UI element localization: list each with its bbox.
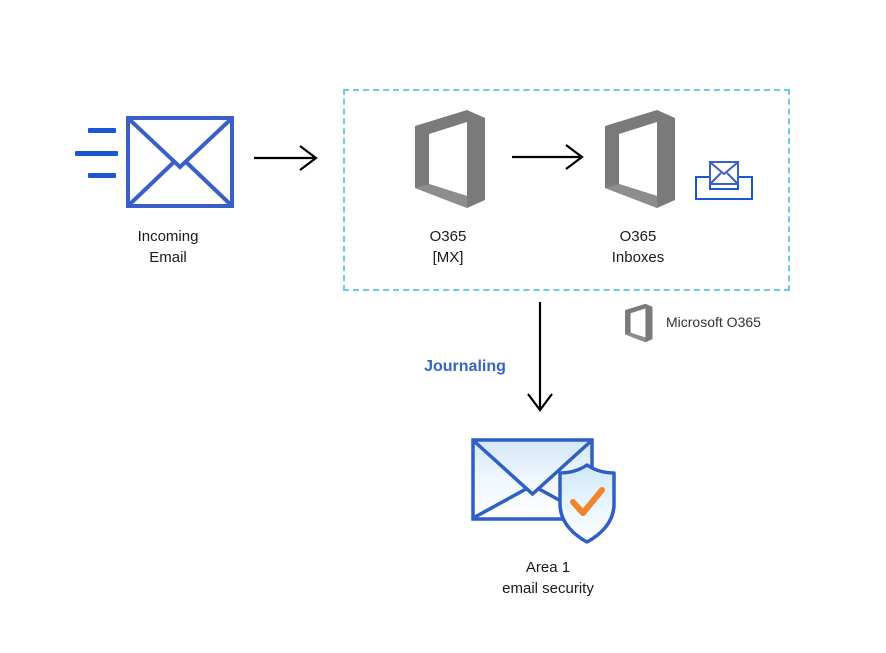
area1-email-security-label: Area 1 email security	[502, 559, 594, 597]
arrow-journaling-icon	[522, 300, 558, 420]
journaling-label: Journaling	[424, 358, 506, 375]
office-365-logo-icon	[415, 110, 485, 208]
incoming-email-label: Incoming Email	[137, 228, 199, 266]
o365-mx-node[interactable]	[405, 108, 491, 210]
inbox-tray-envelope-icon	[695, 161, 753, 200]
incoming-email-node[interactable]	[75, 115, 235, 210]
microsoft-o365-legend-logo	[620, 303, 656, 343]
area1-email-security-node[interactable]	[468, 432, 628, 550]
envelope-icon	[75, 116, 234, 208]
arrow-incoming-to-mx-icon	[252, 143, 322, 173]
arrow-mx-to-inboxes-icon	[510, 142, 588, 172]
o365-inboxes-node[interactable]	[595, 108, 681, 210]
microsoft-o365-legend-label: Microsoft O365	[666, 314, 761, 330]
office-365-logo-icon	[605, 110, 675, 208]
o365-mx-label: O365 [MX]	[429, 228, 467, 266]
shielded-envelope-icon	[471, 438, 616, 544]
o365-inboxes-label: O365 Inboxes	[611, 228, 665, 266]
office-365-logo-icon	[625, 303, 653, 343]
microsoft-o365-group-box	[343, 89, 790, 291]
inbox-tray-node[interactable]	[694, 157, 754, 202]
